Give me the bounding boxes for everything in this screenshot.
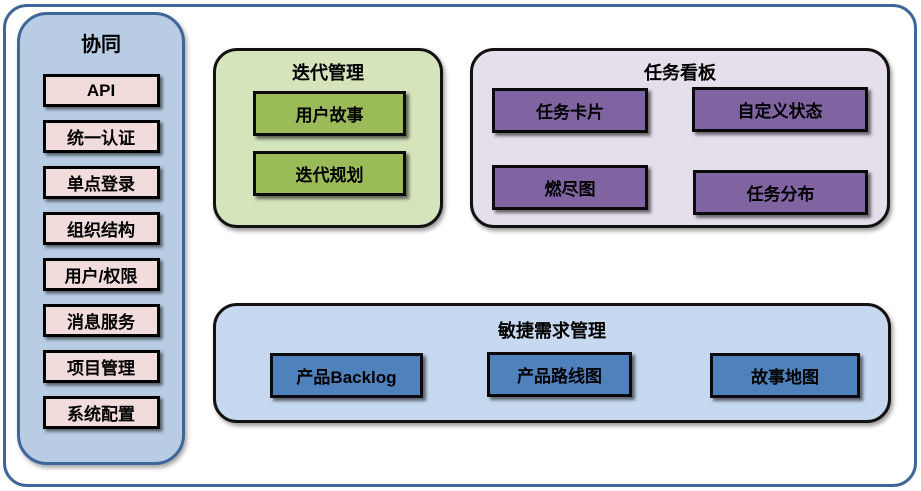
sidebar-collaboration: 协同 API 统一认证 单点登录 组织结构 用户/权限 消息服务 项目管理 系统… [17,12,185,465]
sidebar-item-project-mgmt: 项目管理 [42,350,160,383]
panel-task-board: 任务看板 任务卡片 自定义状态 燃尽图 任务分布 [470,48,890,228]
feature-custom-status: 自定义状态 [692,87,868,132]
sidebar-item-org-structure: 组织结构 [42,212,160,245]
panel-task-board-title: 任务看板 [644,63,716,83]
feature-story-map: 故事地图 [710,353,860,398]
panel-iteration-title: 迭代管理 [292,63,364,83]
sidebar-item-system-config: 系统配置 [42,396,160,429]
panel-agile-title: 敏捷需求管理 [498,321,606,341]
sidebar-item-sso: 单点登录 [42,166,160,199]
panel-iteration-management: 迭代管理 用户故事 迭代规划 [213,48,443,228]
sidebar-item-api: API [42,74,160,107]
feature-product-roadmap: 产品路线图 [487,352,632,397]
feature-iteration-planning: 迭代规划 [253,151,406,196]
feature-task-distribution: 任务分布 [693,170,868,215]
feature-task-cards: 任务卡片 [492,88,648,133]
panel-agile-requirements: 敏捷需求管理 产品Backlog 产品路线图 故事地图 [213,303,891,423]
feature-burndown-chart: 燃尽图 [492,165,648,210]
feature-product-backlog: 产品Backlog [270,353,423,398]
sidebar-item-unified-auth: 统一认证 [42,120,160,153]
sidebar-item-message-svc: 消息服务 [42,304,160,337]
sidebar-item-user-perms: 用户/权限 [42,258,160,291]
sidebar-title: 协同 [81,34,121,56]
feature-user-stories: 用户故事 [253,91,406,136]
